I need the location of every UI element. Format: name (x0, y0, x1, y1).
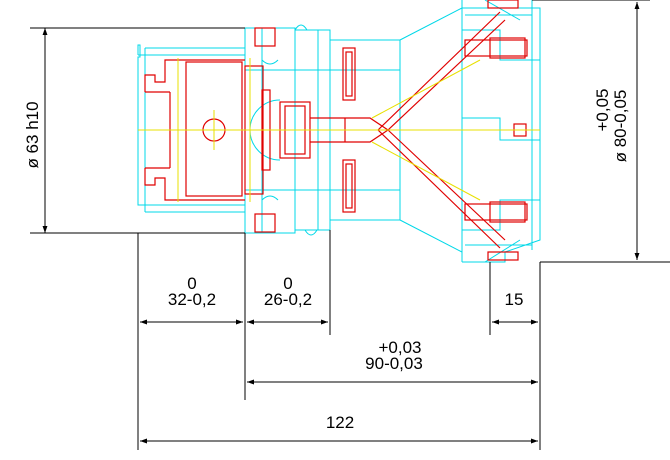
right-diameter-tolerance: +0,05 (593, 88, 612, 131)
part-outline (137, 0, 541, 263)
len-26-label: 26-0,2 (264, 290, 312, 309)
left-diameter-label: ø 63 h10 (23, 101, 42, 168)
part-detail (144, 0, 528, 261)
len-32-upper: 0 (187, 274, 196, 293)
len-122-label: 122 (326, 413, 354, 432)
len-26-upper: 0 (283, 274, 292, 293)
len-32-label: 32-0,2 (168, 290, 216, 309)
dimension-lines (30, 0, 670, 450)
len-90-upper: +0,03 (378, 338, 421, 357)
len-90-label: 90-0,03 (365, 354, 423, 373)
center-line (138, 58, 540, 202)
len-15-label: 15 (505, 290, 524, 309)
right-diameter-label: ø 80-0,05 (611, 90, 630, 163)
